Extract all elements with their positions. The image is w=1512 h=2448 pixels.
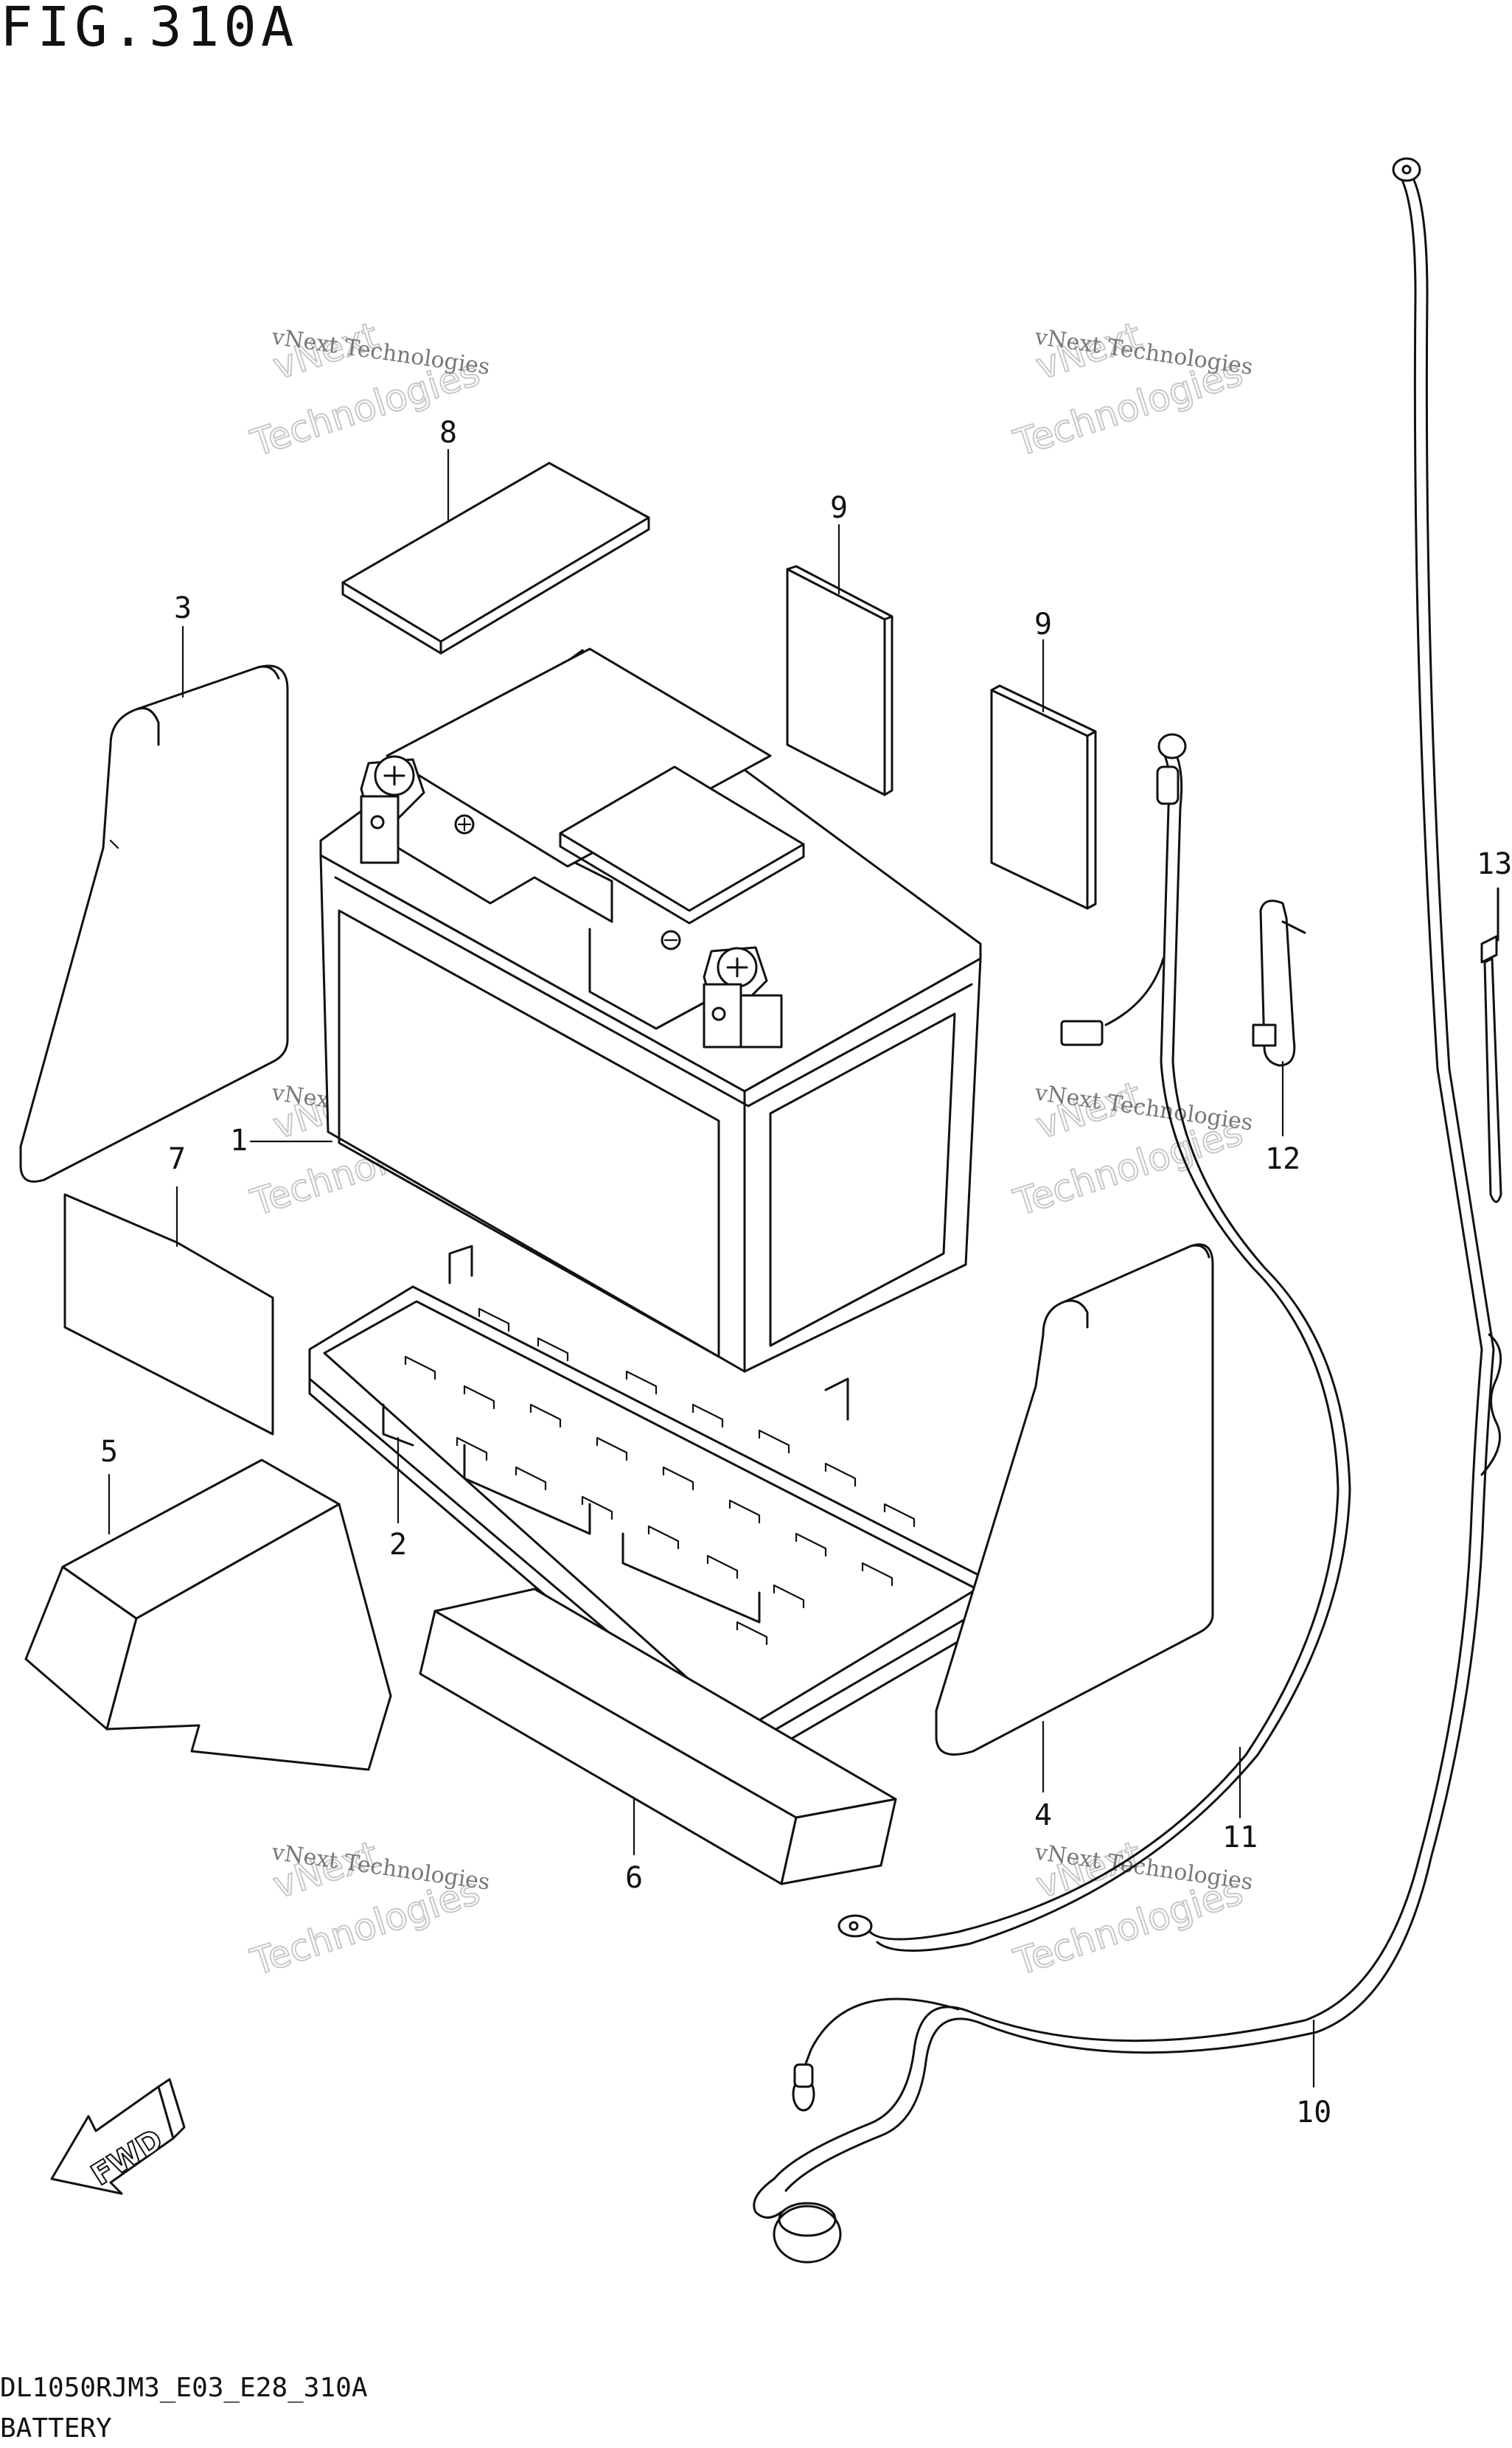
fwd-direction-arrow-icon: FWD [50,2078,186,2195]
battery-terminal-positive [703,946,783,1049]
diagram-caption: BATTERY [0,2413,112,2444]
battery-terminal-negative [360,755,425,864]
callout-6: 6 [625,1861,643,1895]
callout-labels: 1 2 3 4 5 6 7 8 9 9 10 11 12 13 [100,416,1512,2129]
leader-lines [108,448,1315,2088]
part-6-long-block [419,1588,897,1885]
callout-12: 12 [1265,1142,1300,1176]
watermark-top-right: vNext Technologies vNext Technologies [1008,313,1254,466]
part-8-sheet [341,462,650,655]
callout-4: 4 [1034,1798,1052,1832]
callout-11: 11 [1222,1821,1258,1854]
watermark-bottom-left: vNext Technologies vNext Technologies [245,1832,491,1985]
part-9-pad-right [990,684,1097,910]
part-11-battery-cable [837,733,1351,1952]
callout-7: 7 [168,1142,186,1176]
callout-3: 3 [174,591,192,625]
part-1-battery [319,647,982,1373]
callout-9-left: 9 [830,491,848,525]
callout-9-right: 9 [1034,608,1052,641]
diagram-code: DL1050RJM3_E03_E28_310A [0,2373,368,2403]
part-10-ground-cable [753,157,1502,2264]
part-3-side-pad [19,664,289,1183]
callout-5: 5 [100,1435,118,1469]
callout-13: 13 [1477,847,1512,881]
part-9-pad-left [786,565,893,796]
callout-1: 1 [230,1124,248,1158]
part-4-side-pad [935,1243,1214,1756]
figure-title: FIG.310A [0,0,298,59]
part-5-wedge-block [24,1458,392,1771]
callout-8: 8 [439,416,457,450]
part-13-cable-tie [1480,887,1502,1203]
plus-marker-icon [454,814,475,835]
minus-marker-icon [661,930,681,950]
callout-10: 10 [1296,2096,1331,2129]
watermark-bottom-right: vNext Technologies vNext Technologies [1008,1832,1254,1985]
callout-2: 2 [389,1528,407,1562]
part-12-terminal-cover [1252,900,1306,1067]
part-7-flat-pad [63,1193,274,1436]
